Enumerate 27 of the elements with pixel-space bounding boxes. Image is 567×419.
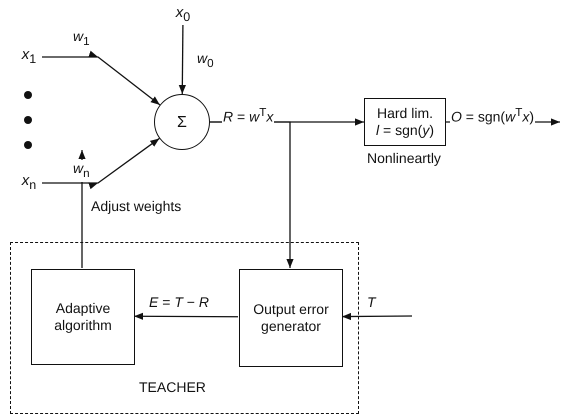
process-box — [31, 269, 135, 365]
box-text: l = sgn(y) — [376, 122, 434, 139]
arrow — [342, 312, 412, 320]
edge-label: Adjust weights — [90, 198, 182, 214]
input-label: x$_{0}$ — [176, 4, 190, 26]
arrow — [42, 50, 160, 106]
edge-label: w$_{n}$ — [72, 160, 91, 182]
edge-label: T — [366, 294, 377, 310]
arrow — [42, 138, 160, 190]
block-caption: Nonlineartly — [366, 150, 442, 166]
arrow — [178, 25, 186, 94]
box-text: Hard lim. — [376, 105, 433, 122]
sigma-symbol: Σ — [177, 114, 187, 130]
summation-circle — [154, 94, 210, 150]
edge-label: O = sgn(w$^{T}$x) — [450, 105, 536, 125]
box-text: Output error generator — [252, 301, 330, 335]
input-label: x$_{1}$ — [22, 46, 36, 68]
group-title: TEACHER — [139, 379, 206, 396]
arrow — [78, 150, 86, 268]
edge-label: E = T − R — [148, 294, 210, 310]
arrow — [134, 312, 238, 320]
edge-label: R = w$^{T}$x — [222, 105, 274, 125]
box-text: Adaptive algorithm — [53, 300, 113, 334]
input-label: x$_{n}$ — [22, 172, 36, 194]
process-box — [239, 269, 343, 367]
process-box — [364, 98, 446, 146]
teacher-group-box — [10, 242, 359, 414]
